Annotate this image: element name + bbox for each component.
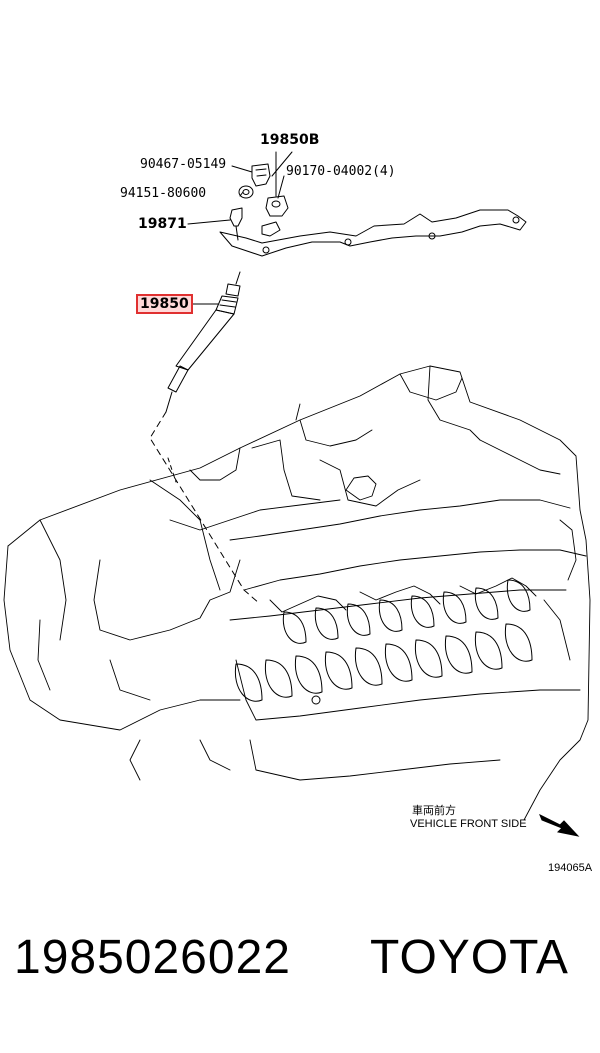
callout-19850B[interactable]: 19850B: [260, 132, 320, 148]
figure-id: 194065A: [548, 862, 593, 874]
nut-icon: [265, 195, 289, 217]
vehicle-front-japanese: 車両前方: [412, 805, 456, 817]
screw-icon: [229, 207, 243, 241]
brand-name: TOYOTA: [370, 931, 569, 984]
nut-icon: [251, 163, 271, 187]
callout-90467-05149[interactable]: 90467-05149: [140, 157, 227, 172]
footer: 1985026022 TOYOTA: [0, 930, 600, 1010]
vehicle-front-side-label: VEHICLE FRONT SIDE: [410, 818, 527, 830]
combustion-chambers: [234, 579, 533, 705]
cylinder-head: [3, 365, 591, 821]
glow-plug-icon: [165, 271, 241, 413]
part-number: 1985026022: [14, 931, 291, 984]
install-line: [149, 411, 261, 605]
callout-19871[interactable]: 19871: [138, 216, 187, 232]
bus-bar: [219, 209, 527, 257]
washer-icon: [238, 185, 254, 199]
parts-diagram: [3, 151, 591, 837]
callout-90170-04002[interactable]: 90170-04002(4): [286, 164, 396, 179]
front-direction-arrow-icon: [539, 813, 580, 837]
callout-94151-80600[interactable]: 94151-80600: [120, 186, 207, 201]
leader-lines: [184, 151, 293, 305]
callout-19850-highlighted[interactable]: 19850: [136, 294, 193, 314]
